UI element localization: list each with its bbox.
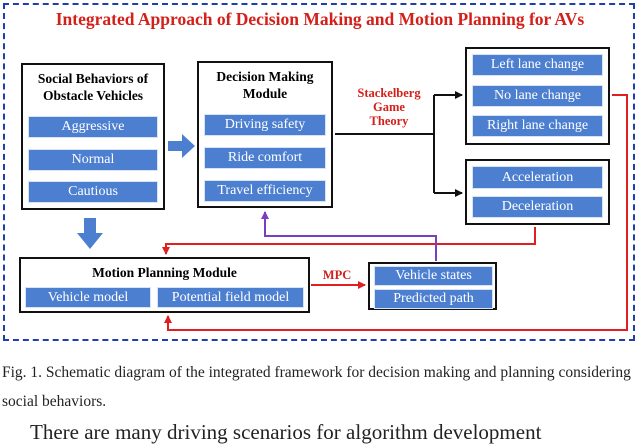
next-paragraph-fragment: There are many driving scenarios for alg…: [30, 420, 542, 444]
mpc-label: MPC: [322, 268, 352, 282]
lateral-decision-box: Left lane change No lane change Right la…: [465, 47, 610, 145]
diagram-frame: [3, 3, 635, 341]
vehicle-model-item: Vehicle model: [25, 287, 151, 308]
behavior-aggressive: Aggressive: [28, 116, 158, 138]
decision-making-box: Decision Making Module Driving safety Ri…: [197, 61, 333, 208]
behavior-cautious: Cautious: [28, 181, 158, 203]
decision-right-lane-change: Right lane change: [472, 115, 603, 137]
decision-acceleration: Acceleration: [472, 166, 603, 189]
arrow-social-to-motion: [77, 218, 103, 249]
decision-left-lane-change: Left lane change: [472, 54, 603, 76]
stackelberg-game-label: Stackelberg Game Theory: [357, 86, 421, 128]
behavior-normal: Normal: [28, 149, 158, 171]
predicted-path-item: Predicted path: [374, 289, 493, 309]
diagram-title: Integrated Approach of Decision Making a…: [55, 9, 585, 29]
social-behaviors-title: Social Behaviors of Obstacle Vehicles: [37, 71, 149, 103]
decision-deceleration: Deceleration: [472, 196, 603, 218]
arrow-longitudinal-to-motion: [162, 227, 536, 255]
motion-planning-title: Motion Planning Module: [92, 265, 237, 280]
outputs-box: Vehicle states Predicted path: [368, 262, 497, 310]
arrow-social-to-decision: [168, 134, 195, 158]
criterion-travel-efficiency: Travel efficiency: [204, 180, 326, 202]
motion-planning-box: Motion Planning Module Vehicle model Pot…: [19, 257, 310, 313]
vehicle-states-item: Vehicle states: [374, 266, 493, 286]
longitudinal-decision-box: Acceleration Deceleration: [465, 159, 610, 225]
decision-no-lane-change: No lane change: [472, 85, 603, 107]
decision-making-title: Decision Making Module: [216, 69, 314, 101]
figure-caption: Fig. 1. Schematic diagram of the integra…: [2, 364, 631, 410]
social-behaviors-box: Social Behaviors of Obstacle Vehicles Ag…: [21, 63, 165, 210]
criterion-driving-safety: Driving safety: [204, 114, 326, 136]
arrow-lateral-to-motion: [164, 94, 628, 331]
criterion-ride-comfort: Ride comfort: [204, 147, 326, 169]
arrow-outputs-to-decision: [261, 211, 437, 261]
potential-field-model-item: Potential field model: [157, 287, 304, 308]
